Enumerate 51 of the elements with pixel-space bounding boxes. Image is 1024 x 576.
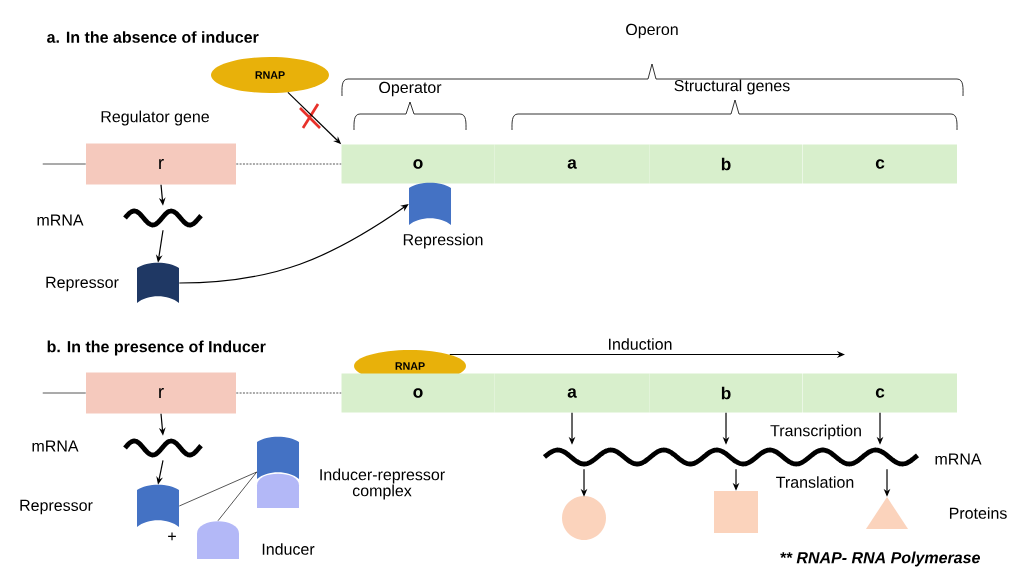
- gene-box: c: [803, 144, 957, 184]
- mrna-wave: [543, 447, 920, 467]
- protein-label: Repressor: [20, 499, 93, 515]
- node-label: a: [567, 159, 577, 169]
- node-label: c: [875, 159, 885, 169]
- regulator-gene-box: r: [86, 143, 236, 185]
- inducer-label: Inducer: [262, 543, 315, 555]
- gene-box: b: [649, 144, 803, 184]
- node-label: c: [875, 388, 885, 398]
- edge-label: Induction: [606, 336, 674, 352]
- gene-box: b: [649, 373, 803, 413]
- protein-circle: [562, 496, 606, 540]
- process-label: Translation: [776, 476, 854, 488]
- mrna-label: mRNA: [935, 453, 982, 465]
- repressor-shape: [137, 484, 179, 527]
- protein-label: Inducer-repressor complex: [320, 468, 445, 500]
- node-label: o: [413, 388, 423, 398]
- section-heading: a. In the absence of inducer: [47, 31, 259, 43]
- inducer-shape: [197, 521, 239, 559]
- node-label: b: [721, 386, 731, 400]
- mrna-label: mRNA: [32, 440, 79, 452]
- gene-box: o: [341, 373, 495, 413]
- plus-sign: +: [168, 532, 176, 541]
- repressor-shape: [409, 182, 451, 225]
- footnote: ** RNAP- RNA Polymerase: [780, 551, 980, 567]
- gene-box: a: [494, 373, 650, 413]
- gene-box: c: [803, 373, 957, 413]
- gene-label: Regulator gene: [101, 110, 209, 126]
- arrow: [449, 351, 845, 358]
- node-label: a: [567, 388, 577, 398]
- protein-square: [714, 491, 758, 533]
- bracket-label: Operator: [379, 81, 442, 97]
- mrna-wave: [123, 208, 203, 228]
- protein-triangle: [866, 497, 908, 529]
- regulator-gene-box: r: [86, 372, 236, 414]
- section-heading: b. In the presence of Inducer: [47, 340, 266, 356]
- protein-label: Repression: [403, 233, 483, 249]
- repressor-shape: [257, 436, 299, 508]
- node-label: b: [721, 157, 731, 171]
- mrna-wave: [123, 438, 203, 458]
- process-label: Transcription: [770, 424, 861, 440]
- gene-box: a: [494, 144, 650, 184]
- protein-label: Repressor: [46, 276, 119, 292]
- bracket-label: Structural genes: [674, 79, 790, 95]
- arrow: [178, 204, 409, 284]
- repressor-shape: [137, 262, 179, 303]
- gene-box: o: [341, 144, 495, 184]
- node-label: o: [413, 159, 423, 169]
- mrna-label: mRNA: [37, 214, 84, 226]
- proteins-label: Proteins: [950, 507, 1007, 519]
- bracket-label: Operon: [626, 23, 678, 39]
